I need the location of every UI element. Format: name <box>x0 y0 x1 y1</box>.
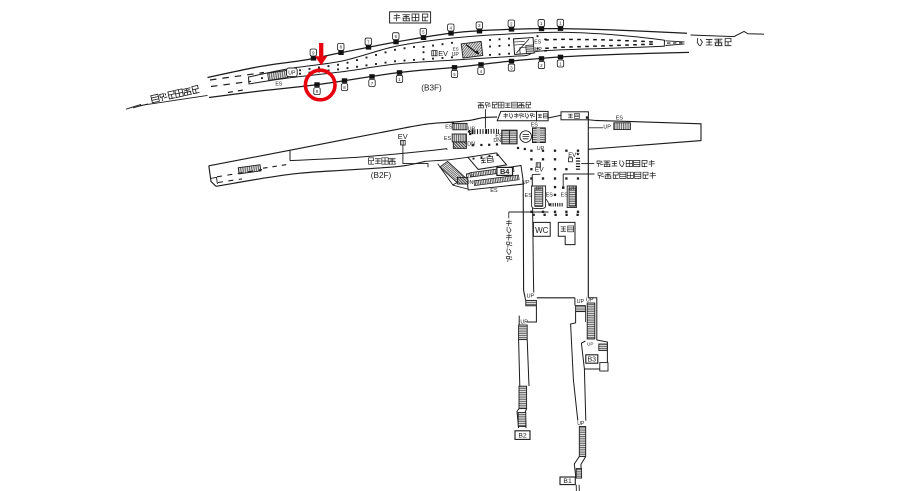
svg-text:2: 2 <box>540 63 543 68</box>
svg-text:(B2F): (B2F) <box>371 171 392 180</box>
svg-text:ES: ES <box>490 188 498 194</box>
svg-text:ES: ES <box>534 39 541 45</box>
svg-text:1: 1 <box>559 61 562 66</box>
svg-text:UP: UP <box>569 186 577 192</box>
svg-text:1: 1 <box>398 77 401 82</box>
svg-text:WC: WC <box>535 226 549 235</box>
svg-text:UP: UP <box>577 421 585 427</box>
svg-text:ES: ES <box>275 81 282 87</box>
svg-text:3: 3 <box>510 65 513 70</box>
svg-text:ES: ES <box>445 125 453 131</box>
svg-text:DN: DN <box>466 180 474 186</box>
svg-text:9: 9 <box>312 50 315 55</box>
svg-text:9: 9 <box>316 89 319 94</box>
svg-text:EV: EV <box>535 167 544 174</box>
svg-text:ES: ES <box>495 134 502 140</box>
svg-text:UP: UP <box>536 186 544 192</box>
svg-text:UP: UP <box>468 174 474 179</box>
svg-text:UP: UP <box>537 146 545 152</box>
svg-text:4: 4 <box>480 69 483 74</box>
svg-text:UP: UP <box>527 293 535 299</box>
svg-text:6: 6 <box>395 34 398 39</box>
svg-text:UP: UP <box>603 125 611 131</box>
svg-text:UP: UP <box>452 52 460 58</box>
svg-text:DN: DN <box>467 142 475 148</box>
svg-text:B3: B3 <box>588 357 597 364</box>
svg-text:B1: B1 <box>563 478 572 485</box>
svg-text:UP: UP <box>577 299 585 305</box>
svg-text:ES: ES <box>561 193 569 199</box>
svg-text:UP: UP <box>535 47 543 53</box>
svg-text:7: 7 <box>367 39 370 44</box>
svg-text:5: 5 <box>453 72 456 77</box>
svg-text:ES: ES <box>444 136 452 142</box>
svg-text:B4: B4 <box>500 167 510 176</box>
svg-text:UP: UP <box>288 71 296 77</box>
svg-text:8: 8 <box>340 45 343 50</box>
svg-text:UP: UP <box>587 342 593 347</box>
svg-text:4: 4 <box>450 25 453 30</box>
svg-text:(B3F): (B3F) <box>421 84 442 93</box>
svg-text:1: 1 <box>559 21 562 26</box>
svg-text:UP: UP <box>520 319 528 325</box>
svg-text:8: 8 <box>343 85 346 90</box>
svg-text:UP: UP <box>522 180 530 186</box>
svg-text:ES: ES <box>616 115 624 121</box>
svg-text:EV: EV <box>438 49 448 58</box>
svg-text:UP: UP <box>468 126 476 132</box>
svg-text:ES: ES <box>531 123 539 129</box>
svg-text:B2: B2 <box>518 433 527 440</box>
svg-text:EV: EV <box>568 153 576 159</box>
svg-text:5: 5 <box>422 30 425 35</box>
svg-text:ES: ES <box>453 47 459 52</box>
svg-text:7: 7 <box>371 81 374 86</box>
svg-text:EV: EV <box>398 132 408 141</box>
svg-text:UP: UP <box>586 297 594 303</box>
svg-text:3: 3 <box>478 23 481 28</box>
svg-text:2: 2 <box>510 21 513 26</box>
svg-text:ES: ES <box>525 193 533 199</box>
svg-text:ES: ES <box>546 193 554 199</box>
svg-text:1: 1 <box>540 21 543 26</box>
svg-text:DN: DN <box>493 138 501 144</box>
